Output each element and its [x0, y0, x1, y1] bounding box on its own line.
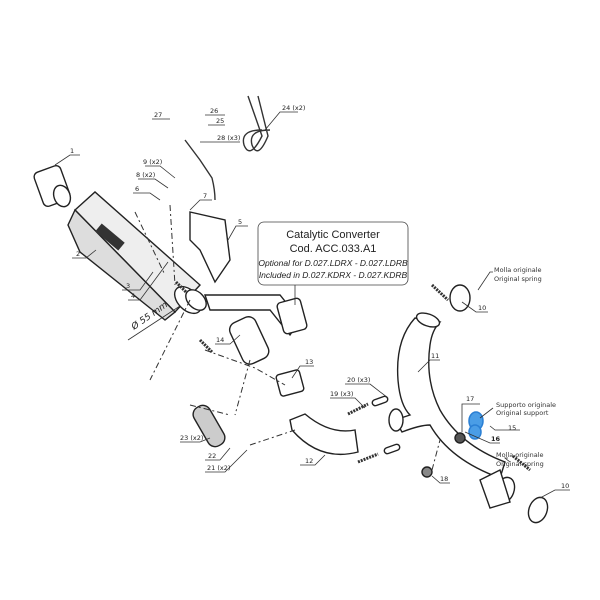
callout-15: 15	[508, 424, 516, 432]
y-pipe-11-part	[388, 312, 516, 509]
callout-2: 2	[76, 250, 80, 258]
sleeve-10-top	[449, 284, 471, 312]
box-optional: Optional for D.027.LDRX - D.027.LDRB	[258, 258, 408, 268]
sleeve-13-part	[275, 369, 305, 397]
callout-28: 28 (x3)	[217, 134, 240, 142]
spring-note-1-en: Original spring	[494, 275, 542, 283]
callout-21: 21 (x2)	[207, 464, 230, 472]
spring-note-1-it: Molla originale	[494, 266, 542, 274]
callout-25: 25	[216, 117, 224, 125]
callout-8: 8 (x2)	[136, 171, 155, 179]
clamp-18-part	[421, 466, 433, 478]
callout-22: 22	[208, 452, 216, 460]
spring-note-2-it: Molla originale	[496, 451, 544, 459]
callout-27: 27	[154, 111, 162, 119]
callout-7: 7	[203, 192, 207, 200]
callout-10-bottom: 10	[561, 482, 569, 490]
box-title: Catalytic Converter	[286, 229, 380, 241]
sleeve-10-bottom	[527, 496, 549, 524]
catalytic-converter-info-box: Catalytic Converter Cod. ACC.033.A1 Opti…	[257, 221, 409, 305]
callout-1: 1	[70, 147, 74, 155]
callout-20: 20 (x3)	[347, 376, 370, 384]
sensor-cable	[184, 139, 216, 201]
bracket-part	[189, 211, 231, 284]
callout-9: 9 (x2)	[143, 158, 162, 166]
callout-19: 19 (x3)	[330, 390, 353, 398]
pipe-14-part	[228, 316, 270, 365]
callout-13: 13	[305, 358, 313, 366]
annotation-notes: Molla originale Original spring Molla or…	[494, 266, 556, 468]
springs-19-20	[174, 280, 531, 472]
callout-17: 17	[466, 395, 474, 403]
callout-24: 24 (x2)	[282, 104, 305, 112]
support-note-en: Original support	[496, 409, 549, 417]
support-note-it: Supporto originale	[496, 401, 556, 409]
callout-11: 11	[431, 352, 439, 360]
bend-pipe-12-part	[289, 413, 359, 456]
box-code: Cod. ACC.033.A1	[290, 243, 377, 255]
callout-labels: 1 2 3 4 5 6 7 8 (x2) 9 (x2) 10 10 11 12 …	[70, 104, 569, 490]
heat-shield-part	[192, 404, 226, 448]
callout-23: 23 (x2)	[180, 434, 203, 442]
end-cap-part	[33, 165, 72, 208]
callout-16: 16	[491, 435, 501, 443]
spring-clip-part	[242, 95, 271, 152]
spring-note-2-en: Original spring	[496, 460, 544, 468]
callout-4: 4	[131, 292, 135, 300]
callout-5: 5	[238, 218, 242, 226]
callout-14: 14	[216, 336, 224, 344]
callout-26: 26	[210, 107, 218, 115]
callout-18: 18	[440, 475, 448, 483]
callout-leaders	[54, 111, 570, 499]
callout-10-top: 10	[478, 304, 486, 312]
muffler-part	[67, 191, 207, 321]
callout-6: 6	[135, 185, 139, 193]
catalytic-converter-part	[204, 294, 308, 337]
callout-3: 3	[126, 282, 130, 290]
callout-12: 12	[305, 457, 313, 465]
box-included: Included in D.027.KDRX - D.027.KDRB	[259, 270, 408, 280]
